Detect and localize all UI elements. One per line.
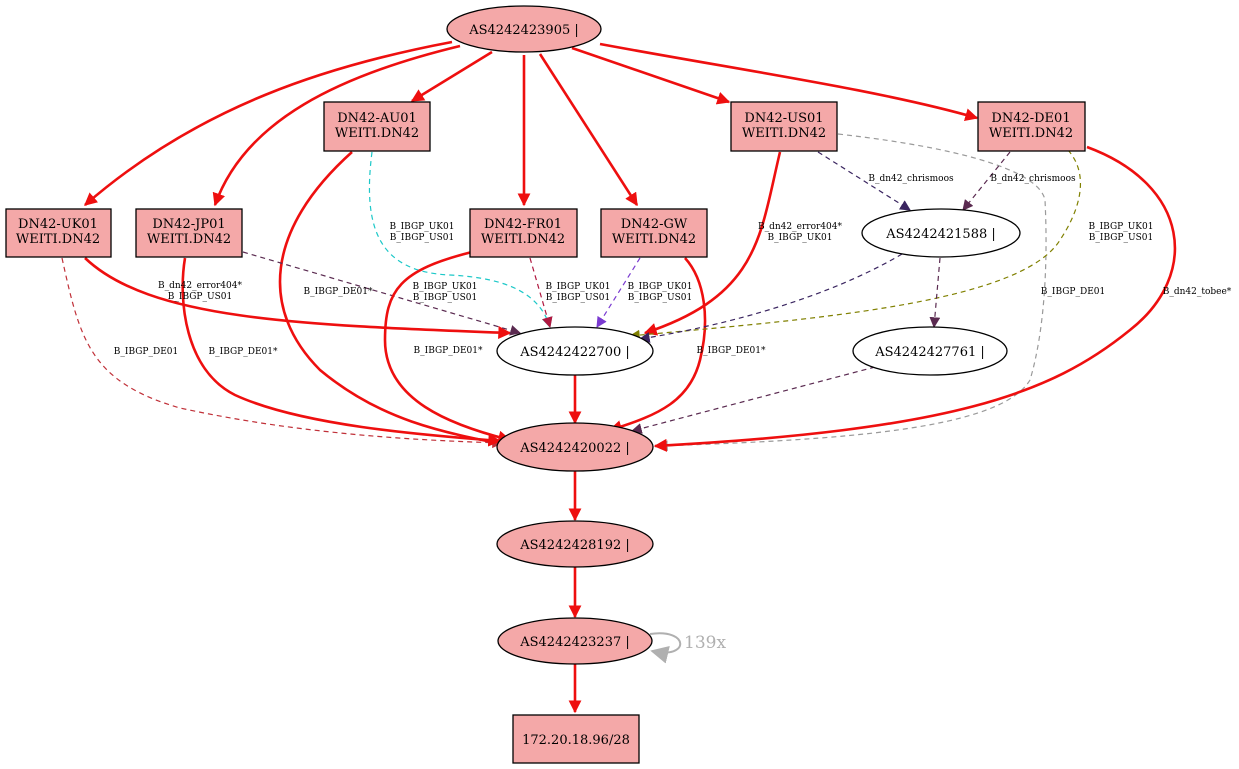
edge-de01-2700 — [628, 149, 1081, 341]
node-label: AS4242422700 | — [519, 345, 630, 360]
edge-1588-7761 — [929, 257, 941, 329]
edge-jp01-2700 — [242, 251, 522, 336]
edge-7761-0022 — [630, 366, 876, 434]
node-label: AS4242423237 | — [519, 635, 630, 650]
node-as4242421588[interactable]: AS4242421588 | — [861, 208, 1021, 258]
label-fr01-0022: B_IBGP_DE01* — [414, 346, 483, 356]
label-us01-2700: B_dn42_error404*B_IBGP_UK01 — [758, 222, 842, 243]
edge-au01-2700 — [368, 151, 553, 329]
edge-gw-2700 — [596, 257, 641, 328]
edge-root-gw — [538, 53, 639, 207]
edge-fr01-2700 — [529, 257, 553, 329]
node-prefix-172-20-18-96-28[interactable]: 172.20.18.96/28 — [512, 714, 640, 764]
node-label: AS4242423905 | — [468, 23, 579, 38]
edge-3237-self-loop — [649, 632, 682, 664]
edge-jp01-0022 — [181, 257, 502, 447]
node-label: AS4242421588 | — [885, 227, 996, 242]
label-jp01-0022: B_IBGP_DE01* — [209, 347, 278, 357]
edge-uk01-2700 — [84, 257, 512, 340]
label-us01-0022: B_IBGP_DE01 — [1041, 287, 1105, 297]
edge-us01-0022 — [656, 133, 1047, 452]
edge-us01-2700 — [643, 151, 782, 336]
label-de01-0022: B_dn42_tobee* — [1163, 287, 1232, 297]
label-3237-loop: 139x — [684, 633, 726, 653]
edge-root-us01 — [571, 46, 731, 105]
node-label: AS4242428192 | — [519, 538, 630, 553]
node-as4242423905[interactable]: AS4242423905 | — [446, 5, 602, 53]
edge-root-jp01 — [212, 44, 461, 207]
node-as4242427761[interactable]: AS4242427761 | — [852, 326, 1008, 376]
label-uk01-2700: B_dn42_error404*B_IBGP_US01 — [158, 281, 242, 302]
edge-uk01-0022 — [61, 257, 504, 449]
node-as4242420022[interactable]: AS4242420022 | — [496, 422, 654, 472]
edge-root-au01 — [410, 50, 493, 103]
edges — [61, 40, 1177, 714]
node-label: AS4242420022 | — [519, 441, 630, 456]
edge-root-uk01 — [84, 40, 453, 206]
edge-fr01-0022 — [383, 250, 512, 444]
edge-gw-0022 — [608, 257, 707, 433]
label-us01-1588: B_dn42_chrismoos — [868, 174, 954, 184]
edge-de01-1588 — [962, 151, 1011, 211]
node-as4242422700[interactable]: AS4242422700 | — [496, 326, 654, 376]
node-label: 172.20.18.96/28 — [522, 733, 630, 748]
label-uk01-0022: B_IBGP_DE01 — [114, 347, 178, 357]
label-de01-1588: B_dn42_chrismoos — [990, 174, 1076, 184]
edge-us01-1588 — [817, 151, 911, 211]
edge-au01-0022 — [278, 151, 514, 451]
label-au01-0022: B_IBGP_DE01* — [304, 287, 373, 297]
edge-de01-0022 — [653, 145, 1177, 452]
label-gw-0022: B_IBGP_DE01* — [697, 346, 766, 356]
edge-root-de01 — [599, 42, 979, 122]
node-as4242428192[interactable]: AS4242428192 | — [496, 520, 654, 568]
node-label: AS4242427761 | — [874, 345, 985, 360]
node-as4242423237[interactable]: AS4242423237 | — [497, 617, 653, 665]
